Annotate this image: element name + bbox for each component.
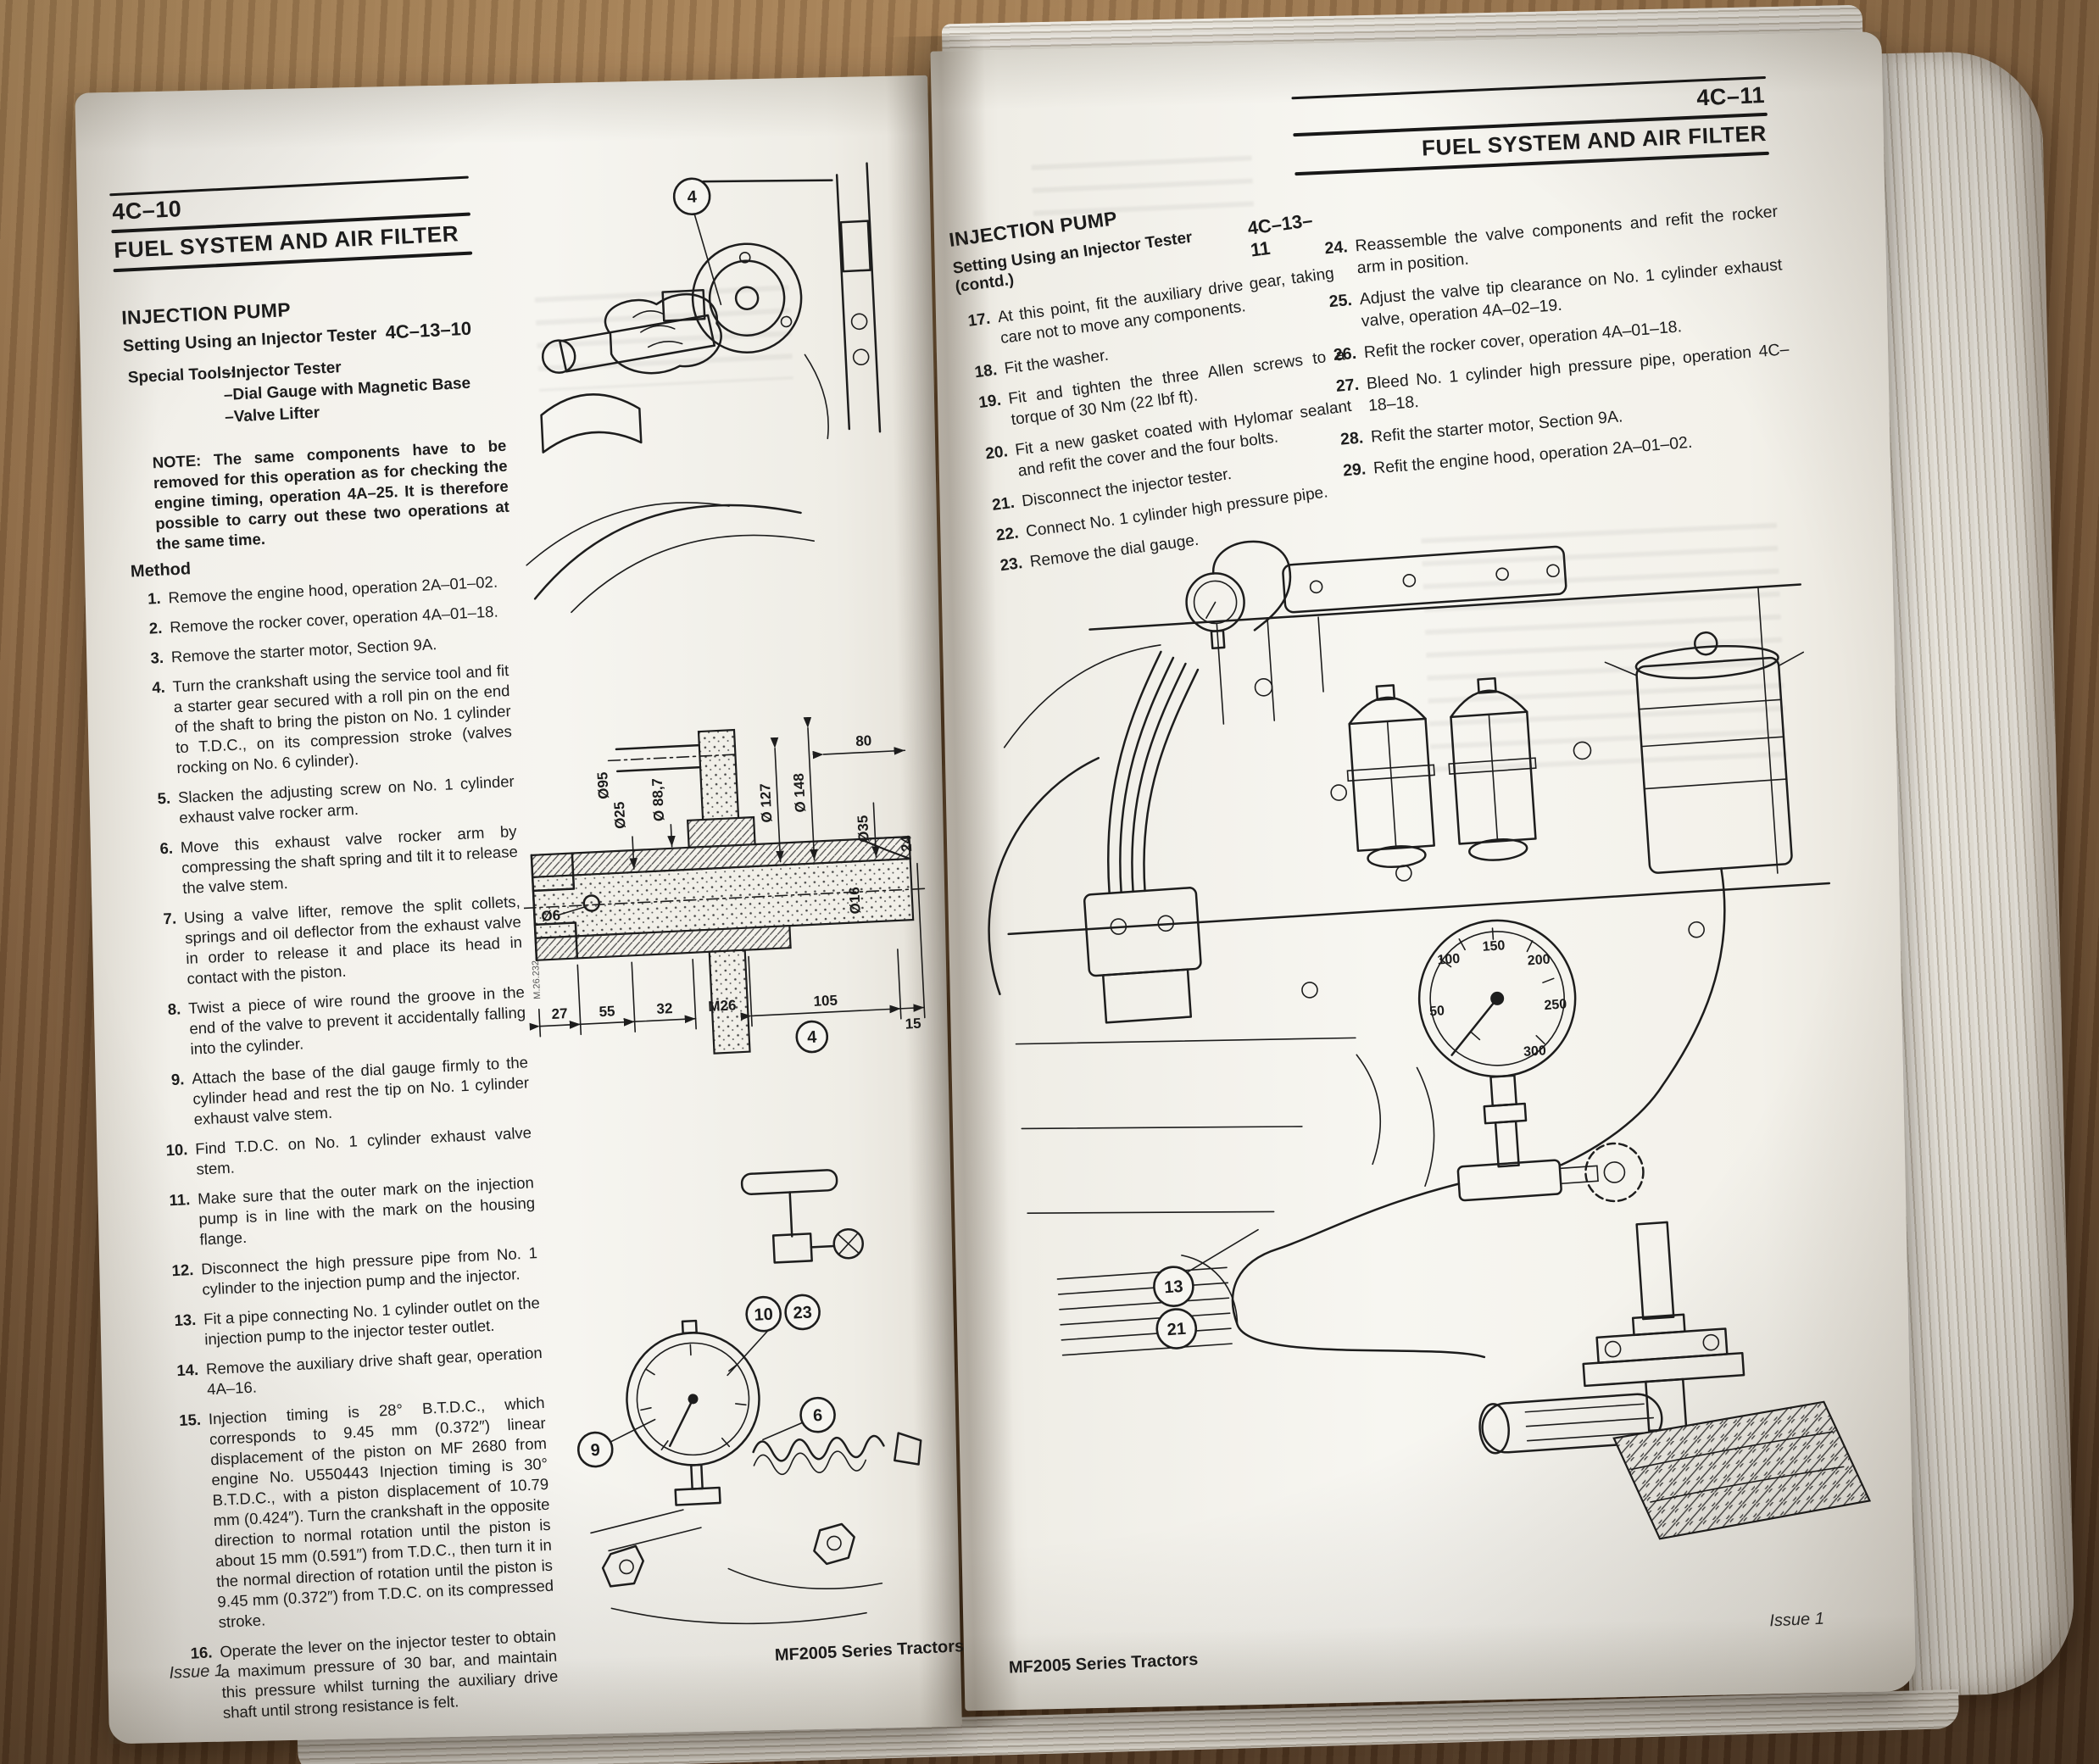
svg-text:6: 6 bbox=[813, 1406, 823, 1426]
figure-cross-section-diagram: Ø95 Ø 88,7 Ø25 Ø 127 Ø 148 80 Ø35 Ø6 Ø16… bbox=[523, 716, 930, 1055]
small-dial-gauge bbox=[1185, 540, 1292, 650]
operation-code: 4C–13–10 bbox=[384, 317, 472, 343]
footer-issue: Issue 1 bbox=[169, 1661, 225, 1683]
svg-text:21: 21 bbox=[1166, 1320, 1187, 1339]
callout-13-21: 13 21 bbox=[1153, 1228, 1259, 1349]
svg-text:Ø 148: Ø 148 bbox=[791, 773, 809, 813]
note-paragraph: NOTE: The same components have to be rem… bbox=[152, 436, 510, 554]
svg-text:105: 105 bbox=[813, 993, 838, 1010]
right-page-header: 4C–11 FUEL SYSTEM AND AIR FILTER bbox=[1291, 75, 1769, 176]
injection-pump-pipes bbox=[1083, 650, 1202, 1024]
injection-pump-heading: INJECTION PUMP bbox=[120, 298, 292, 329]
callout-10-23: 10 23 bbox=[727, 1294, 821, 1377]
method-label: Method bbox=[130, 559, 192, 582]
svg-text:Ø25: Ø25 bbox=[611, 801, 629, 829]
method-step: 4.Turn the crankshaft using the service … bbox=[151, 660, 513, 777]
svg-text:M26: M26 bbox=[708, 997, 737, 1015]
svg-text:32: 32 bbox=[656, 1000, 673, 1017]
callout-6: 6 bbox=[762, 1396, 836, 1441]
spring-and-rocker bbox=[590, 1432, 922, 1625]
method-step: 11.Make sure that the outer mark on the … bbox=[169, 1173, 536, 1249]
section-body bbox=[523, 728, 930, 1055]
method-steps-24-29: 24.Reassemble the valve components and r… bbox=[1317, 201, 1797, 483]
method-step: 9.Attach the base of the dial gauge firm… bbox=[170, 1053, 530, 1128]
figure-engine-injector-tester: 50 100 150 200 250 300 bbox=[988, 540, 1872, 1540]
svg-text:250: 250 bbox=[1544, 997, 1567, 1013]
dial-gauge bbox=[626, 1319, 760, 1506]
svg-text:10: 10 bbox=[754, 1305, 773, 1325]
svg-text:M.26.232: M.26.232 bbox=[531, 960, 543, 999]
svg-text:Ø35: Ø35 bbox=[855, 815, 872, 843]
engine-block bbox=[988, 545, 1831, 1356]
pressure-gauge: 50 100 150 200 250 300 bbox=[1417, 919, 1577, 1125]
method-step: 13.Fit a pipe connecting No. 1 cylinder … bbox=[173, 1294, 541, 1349]
svg-text:9: 9 bbox=[590, 1441, 600, 1461]
callout-4: 4 bbox=[672, 177, 722, 306]
svg-text:200: 200 bbox=[1527, 953, 1551, 969]
svg-text:80: 80 bbox=[855, 732, 872, 749]
fuel-filters bbox=[1346, 676, 1537, 869]
subheading: Setting Using an Injector Tester bbox=[122, 325, 377, 356]
method-step: 5.Slacken the adjusting screw on No. 1 c… bbox=[157, 771, 515, 827]
svg-text:Ø16: Ø16 bbox=[846, 887, 864, 915]
method-step: 16.Operate the lever on the injector tes… bbox=[190, 1626, 559, 1722]
footer-model: MF2005 Series Tractors bbox=[1008, 1650, 1199, 1678]
svg-text:23: 23 bbox=[793, 1303, 812, 1322]
callout-4: 4 bbox=[795, 1020, 829, 1054]
callout-9: 9 bbox=[576, 1418, 656, 1468]
method-steps-1-16: 1.Remove the engine hood, operation 2A–0… bbox=[130, 571, 560, 1734]
fender-and-wheel bbox=[526, 393, 815, 614]
svg-text:100: 100 bbox=[1437, 952, 1461, 968]
left-page-header: 4C–10 FUEL SYSTEM AND AIR FILTER bbox=[109, 175, 473, 273]
hoses bbox=[1181, 867, 1726, 1359]
method-step: 12.Disconnect the high pressure pipe fro… bbox=[171, 1244, 538, 1299]
hand bbox=[604, 292, 722, 375]
tester-valve bbox=[740, 1169, 864, 1264]
method-step: 10.Find T.D.C. on No. 1 cylinder exhaust… bbox=[165, 1123, 532, 1178]
method-step: 14.Remove the auxiliary drive shaft gear… bbox=[175, 1344, 543, 1399]
svg-text:15: 15 bbox=[905, 1016, 921, 1032]
svg-text:50: 50 bbox=[1429, 1004, 1445, 1019]
right-page-right-column: 24.Reassemble the valve components and r… bbox=[1317, 201, 1798, 492]
method-step: 7.Using a valve lifter, remove the split… bbox=[163, 892, 523, 988]
control-valve bbox=[1456, 1120, 1645, 1203]
svg-text:24: 24 bbox=[898, 835, 915, 852]
dimension-labels: Ø95 Ø 88,7 Ø25 Ø 127 Ø 148 80 Ø35 Ø6 Ø16… bbox=[531, 732, 921, 1032]
special-tools-list: –Injector Tester–Dial Gauge with Magneti… bbox=[222, 351, 472, 429]
method-step: 15.Injection timing is 28° B.T.D.C., whi… bbox=[178, 1393, 554, 1632]
injector-tester bbox=[1478, 1221, 1872, 1540]
svg-text:27: 27 bbox=[551, 1005, 568, 1022]
svg-text:Ø6: Ø6 bbox=[541, 907, 561, 924]
right-page: 4C–11 FUEL SYSTEM AND AIR FILTER INJECTI… bbox=[930, 31, 1917, 1711]
left-page: 4C–10 FUEL SYSTEM AND AIR FILTER INJECTI… bbox=[75, 75, 965, 1745]
dimension-lines bbox=[528, 716, 926, 1038]
figure-service-tool-illustration: 4 bbox=[526, 162, 882, 614]
svg-text:Ø 127: Ø 127 bbox=[757, 783, 775, 823]
engine-flange bbox=[691, 162, 882, 440]
svg-text:150: 150 bbox=[1482, 938, 1506, 954]
svg-text:Ø 88,7: Ø 88,7 bbox=[649, 778, 667, 822]
svg-text:Ø95: Ø95 bbox=[594, 771, 612, 799]
method-step: 6.Move this exhaust valve rocker arm by … bbox=[159, 821, 519, 898]
svg-text:4: 4 bbox=[807, 1028, 818, 1048]
svg-text:55: 55 bbox=[599, 1003, 615, 1020]
footer-issue: Issue 1 bbox=[1768, 1609, 1825, 1631]
svg-text:4: 4 bbox=[687, 187, 698, 207]
special-tools-label: Special Tools: bbox=[127, 364, 237, 387]
method-step: 8.Twist a piece of wire round the groove… bbox=[167, 982, 526, 1058]
svg-text:300: 300 bbox=[1523, 1043, 1547, 1060]
figure-dial-gauge-illustration: 9 10 23 6 bbox=[576, 1169, 922, 1625]
oil-reservoir-canister bbox=[1604, 631, 1805, 874]
service-tool bbox=[541, 288, 716, 374]
svg-text:13: 13 bbox=[1164, 1277, 1184, 1297]
